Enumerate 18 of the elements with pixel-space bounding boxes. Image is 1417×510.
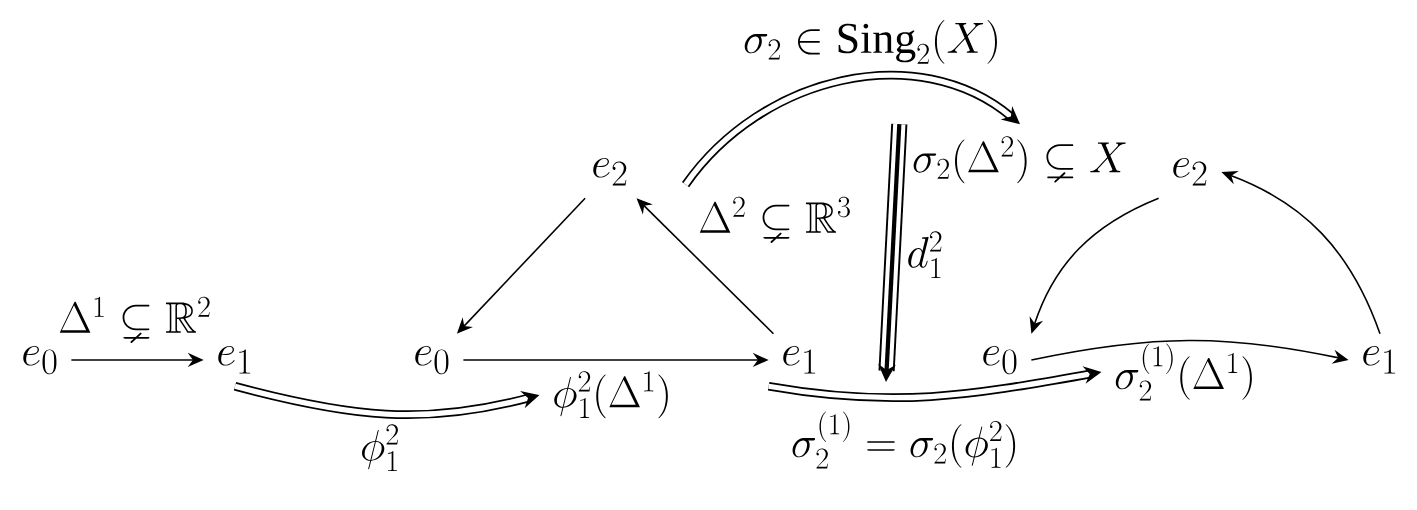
math-label: $e_0$ xyxy=(23,345,57,375)
math-label: $e_0$ xyxy=(415,345,449,375)
math-label: $\phi_1^2(\Delta^1)$ xyxy=(554,371,668,419)
math-label: $\sigma_2^{(1)}(\Delta^1)$ xyxy=(1115,343,1252,401)
math-label: $\Delta^2 \subsetneq \mathbb{R}^3$ xyxy=(699,196,850,243)
math-label: $e_1$ xyxy=(783,345,816,374)
edge-label: $\sigma_2^{(1)} = \sigma_2(\phi_1^2)$ xyxy=(789,409,1021,471)
edge-label: $\sigma_2 \in \mathrm{Sing}_2(X)$ xyxy=(741,18,1003,66)
math-label: $e_1$ xyxy=(218,345,251,374)
math-label: $\sigma_2(\Delta^2) \subsetneq X$ xyxy=(913,136,1126,184)
math-label: $e_2$ xyxy=(593,157,627,186)
arrow xyxy=(682,71,1020,188)
math-label: $e_0$ xyxy=(983,345,1017,375)
edge-label: $\phi_1^2$ xyxy=(358,423,402,473)
edge-label: $d_1^2$ xyxy=(904,230,946,280)
edge-label: $\Delta^1 \subsetneq \mathbb{R}^2$ xyxy=(56,295,214,343)
math-label: $e_2$ xyxy=(1173,157,1207,186)
math-label: $e_1$ xyxy=(1363,345,1396,374)
